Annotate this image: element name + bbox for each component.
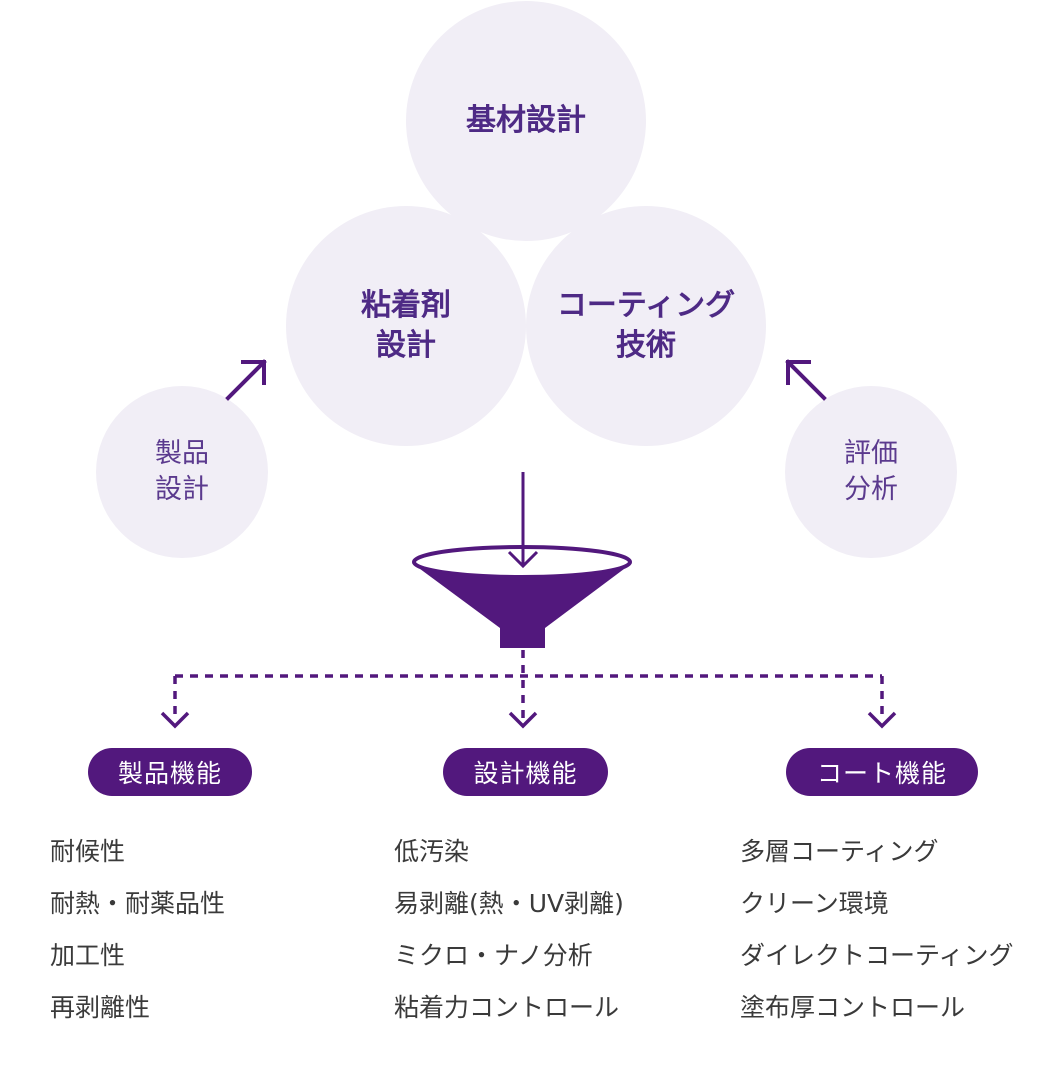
circle-label: 設計 [376,328,436,363]
circle-label: コーティング [556,287,736,323]
pill-label: コート機能 [816,759,947,788]
feature-list-product: 耐候性 耐熱・耐薬品性 加工性 再剥離性 [50,838,225,1046]
list-item: 加工性 [50,941,126,970]
list-item: 耐熱・耐薬品性 [50,889,226,918]
circle-label: 技術 [616,328,676,363]
pill-label: 設計機能 [473,759,578,788]
circle-label: 製品 [155,437,209,469]
category-pill-coat-functions: コート機能 [786,748,978,796]
category-pill-product-functions: 製品機能 [88,748,252,796]
list-item: ミクロ・ナノ分析 [394,941,593,970]
feature-list-design: 低汚染 易剥離(熱・UV剥離) ミクロ・ナノ分析 粘着力コントロール [394,838,624,1046]
circle-label: 粘着剤 [361,287,451,323]
list-item: 低汚染 [394,837,470,866]
chevron-down-icon [867,711,897,729]
circle-label: 基材設計 [466,102,586,138]
list-item: ダイレクトコーティング [740,941,1014,970]
category-pill-design-functions: 設計機能 [443,748,608,796]
circle-label: 分析 [844,474,898,505]
circle-label: 設計 [155,474,209,505]
arrow-down-icon [507,472,539,569]
list-item: クリーン環境 [740,889,889,918]
list-item: 再剥離性 [50,993,151,1022]
list-item: 塗布厚コントロール [740,993,966,1022]
arrow-up-left-icon [785,359,827,401]
chevron-down-icon [160,711,190,729]
arrow-up-right-icon [225,359,267,401]
circle-substrate-design: 基材設計 [406,1,646,241]
chevron-down-icon [508,711,538,729]
list-item: 多層コーティング [740,837,939,866]
circle-label: 評価 [844,437,898,469]
feature-list-coat: 多層コーティング クリーン環境 ダイレクトコーティング 塗布厚コントロール [740,838,1014,1046]
circle-adhesive-design: 粘着剤 設計 [286,206,526,446]
circle-product-design: 製品 設計 [96,386,268,558]
list-item: 耐候性 [50,837,126,866]
pill-label: 製品機能 [117,759,222,788]
dashed-branch-lines [173,650,884,720]
circle-coating-technology: コーティング 技術 [526,206,766,446]
list-item: 易剥離(熱・UV剥離) [394,889,624,918]
list-item: 粘着力コントロール [394,993,620,1022]
circle-evaluation-analysis: 評価 分析 [785,386,957,558]
